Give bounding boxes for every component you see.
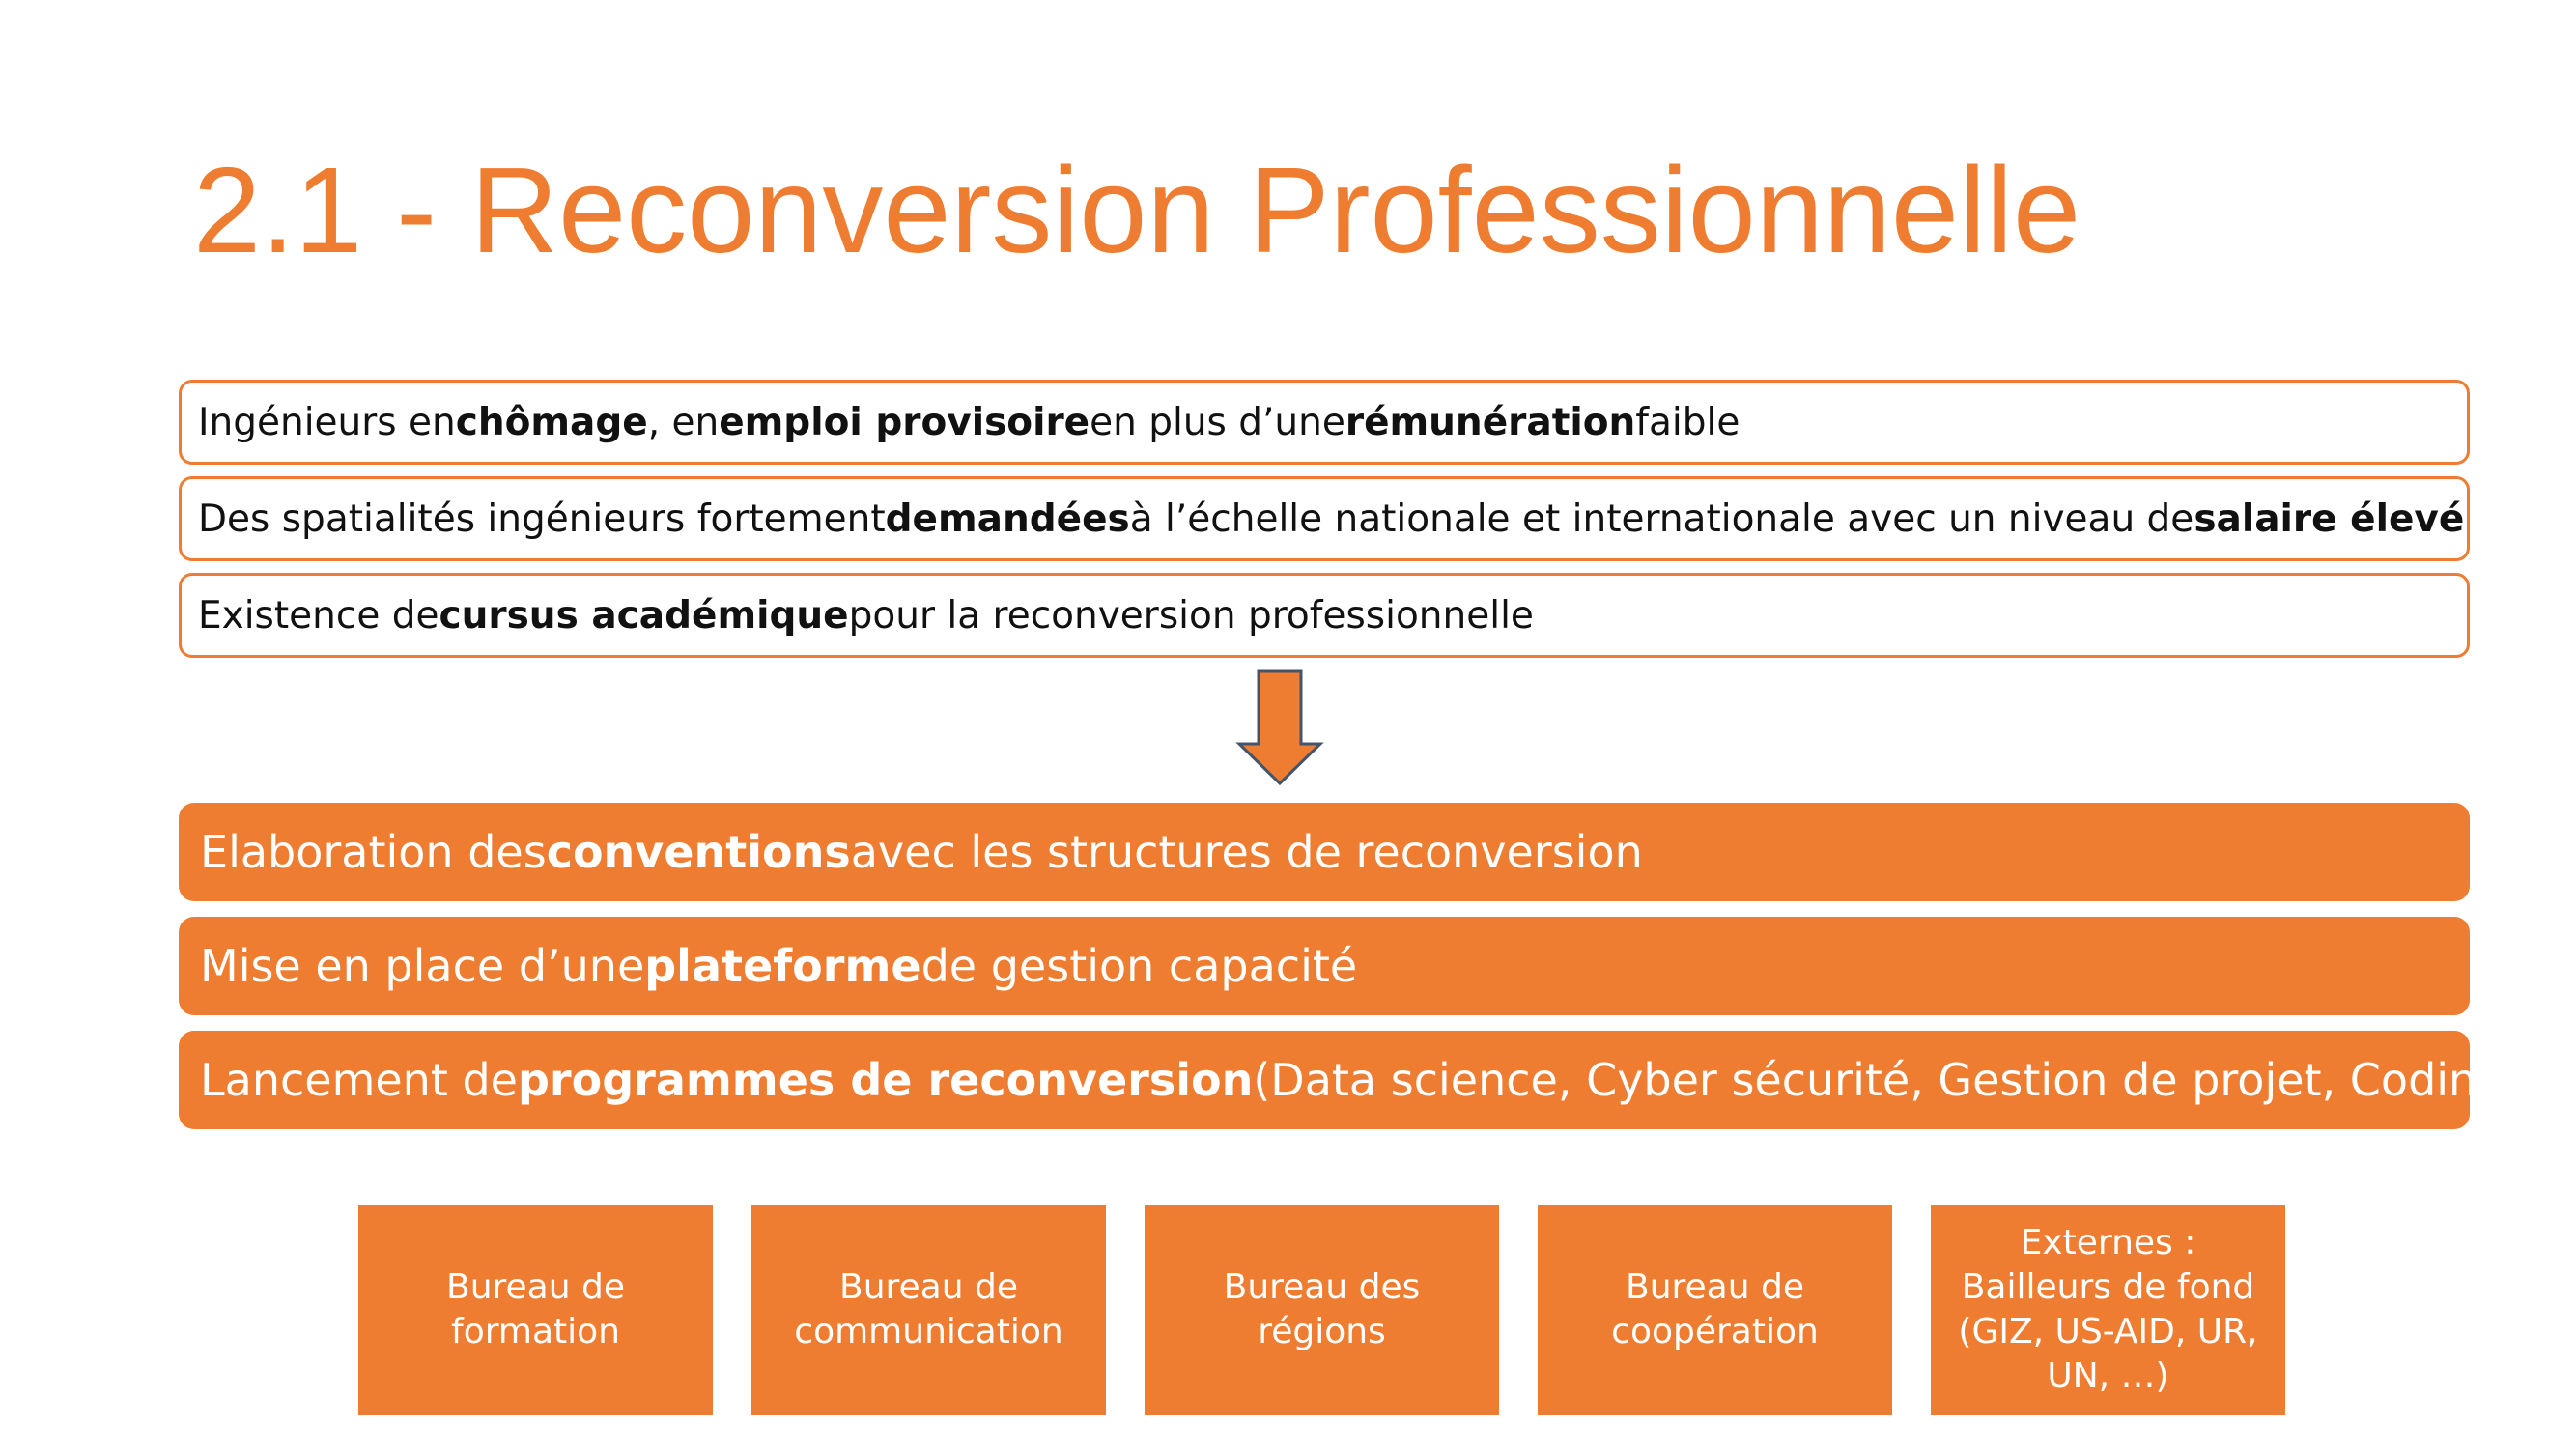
action-box-programs: Lancement de programmes de reconversion … <box>179 1031 2470 1129</box>
unit-box-cooperation: Bureau de coopération <box>1538 1205 1892 1415</box>
unit-box-regions: Bureau des régions <box>1145 1205 1499 1415</box>
bold-segment: rémunération <box>1345 400 1636 444</box>
context-box-demand: Des spatialités ingénieurs fortement dem… <box>179 476 2470 561</box>
down-arrow-icon <box>1235 669 1324 786</box>
bold-segment: programmes de reconversion <box>518 1054 1254 1106</box>
unit-box-communication: Bureau de communication <box>751 1205 1106 1415</box>
text-segment: , en <box>647 400 720 444</box>
unit-label: Externes : Bailleurs de fond (GIZ, US-AI… <box>1958 1223 2258 1396</box>
action-box-platform: Mise en place d’une plateforme de gestio… <box>179 917 2470 1015</box>
text-segment: Des spatialités ingénieurs fortement <box>198 497 886 541</box>
bold-segment: chômage <box>455 400 648 444</box>
text-segment: Mise en place d’une <box>200 940 645 992</box>
bold-segment: plateforme <box>644 940 921 992</box>
unit-box-external: Externes : Bailleurs de fond (GIZ, US-AI… <box>1931 1205 2285 1415</box>
unit-label: Bureau de formation <box>446 1267 625 1351</box>
text-segment: Existence de <box>198 593 439 638</box>
unit-box-formation: Bureau de formation <box>358 1205 713 1415</box>
text-segment: Elaboration des <box>200 826 547 878</box>
text-segment: avec les structures de reconversion <box>850 826 1643 878</box>
text-segment: Ingénieurs en <box>198 400 456 444</box>
context-box-unemployment: Ingénieurs en chômage, en emploi proviso… <box>179 380 2470 465</box>
page-title: 2.1 - Reconversion Professionnelle <box>193 142 2081 278</box>
text-segment: faible <box>1635 400 1741 444</box>
text-segment: pour la reconversion professionnelle <box>848 593 1534 638</box>
bold-segment: emploi provisoire <box>719 400 1090 444</box>
text-segment: Lancement de <box>200 1054 518 1106</box>
text-segment: de gestion capacité <box>920 940 1358 992</box>
text-segment: à l’échelle nationale et internationale … <box>1129 497 2194 541</box>
bold-segment: conventions <box>546 826 851 878</box>
context-box-curriculum: Existence de cursus académique pour la r… <box>179 573 2470 658</box>
unit-label: Bureau des régions <box>1223 1267 1421 1351</box>
unit-label: Bureau de communication <box>794 1267 1063 1351</box>
action-box-conventions: Elaboration des conventions avec les str… <box>179 803 2470 901</box>
text-segment: en plus d’une <box>1090 400 1345 444</box>
bold-segment: cursus académique <box>439 593 849 638</box>
bold-segment: demandées <box>885 497 1130 541</box>
text-segment: (Data science, Cyber sécurité, Gestion d… <box>1253 1054 2470 1106</box>
bold-segment: salaire élevé <box>2194 497 2465 541</box>
unit-label: Bureau de coopération <box>1611 1267 1819 1351</box>
